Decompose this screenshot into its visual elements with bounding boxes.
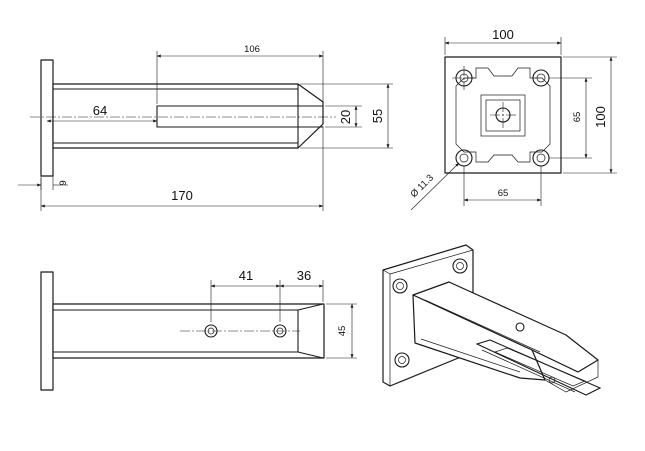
- dim-front-hole-spacing-2: 36: [279, 268, 324, 302]
- dim-side-slot-depth: 64: [46, 103, 158, 123]
- dim-label-hole-diameter: Ø 11.3: [409, 173, 436, 200]
- side-view: [30, 59, 336, 177]
- dim-label-20: 20: [338, 110, 353, 124]
- dim-side-flange-thickness: 9: [18, 176, 69, 190]
- dim-plate-width: 100: [444, 27, 562, 55]
- dim-label-41: 41: [239, 268, 253, 283]
- dim-side-slot-width: 20: [325, 105, 362, 128]
- dim-label-55: 55: [370, 109, 385, 123]
- dim-plate-hole-spacing-vertical: 65: [549, 77, 592, 159]
- dim-label-106: 106: [244, 44, 260, 55]
- dim-label-plate-65-horizontal: 65: [498, 188, 509, 199]
- iso-arm-hole: [515, 322, 525, 332]
- dim-side-arm-height: 55: [300, 83, 393, 149]
- dim-plate-height: 100: [563, 56, 617, 174]
- dim-label-plate-width: 100: [492, 27, 514, 42]
- dim-hole-diameter: Ø 11.3: [409, 162, 460, 211]
- dim-label-9: 9: [58, 180, 69, 185]
- dim-side-total-length: 170: [40, 126, 324, 211]
- dim-label-plate-65-vertical: 65: [572, 112, 583, 123]
- dim-side-slot-length: 106: [156, 44, 324, 104]
- dim-label-64: 64: [93, 103, 107, 118]
- dim-label-170: 170: [171, 188, 193, 203]
- dim-front-arm-height: 45: [326, 303, 357, 359]
- plate-profile: [455, 67, 551, 163]
- iso-slot-screw: [548, 376, 556, 384]
- dim-label-36: 36: [297, 268, 311, 283]
- isometric-view: [382, 244, 602, 396]
- dim-plate-hole-spacing-horizontal: 65: [463, 166, 542, 206]
- iso-arm-side: [412, 294, 546, 381]
- dim-label-45: 45: [337, 326, 348, 337]
- side-view-flange: [40, 59, 54, 177]
- iso-plate-hole-1: [392, 278, 408, 294]
- iso-plate-hole-3: [394, 352, 410, 368]
- front-view-flange: [40, 271, 54, 391]
- side-view-slot: [156, 105, 323, 128]
- dim-label-plate-height: 100: [593, 106, 608, 128]
- plate-view: [444, 56, 562, 174]
- iso-plate-hole-2: [452, 258, 468, 274]
- front-view: [40, 271, 325, 391]
